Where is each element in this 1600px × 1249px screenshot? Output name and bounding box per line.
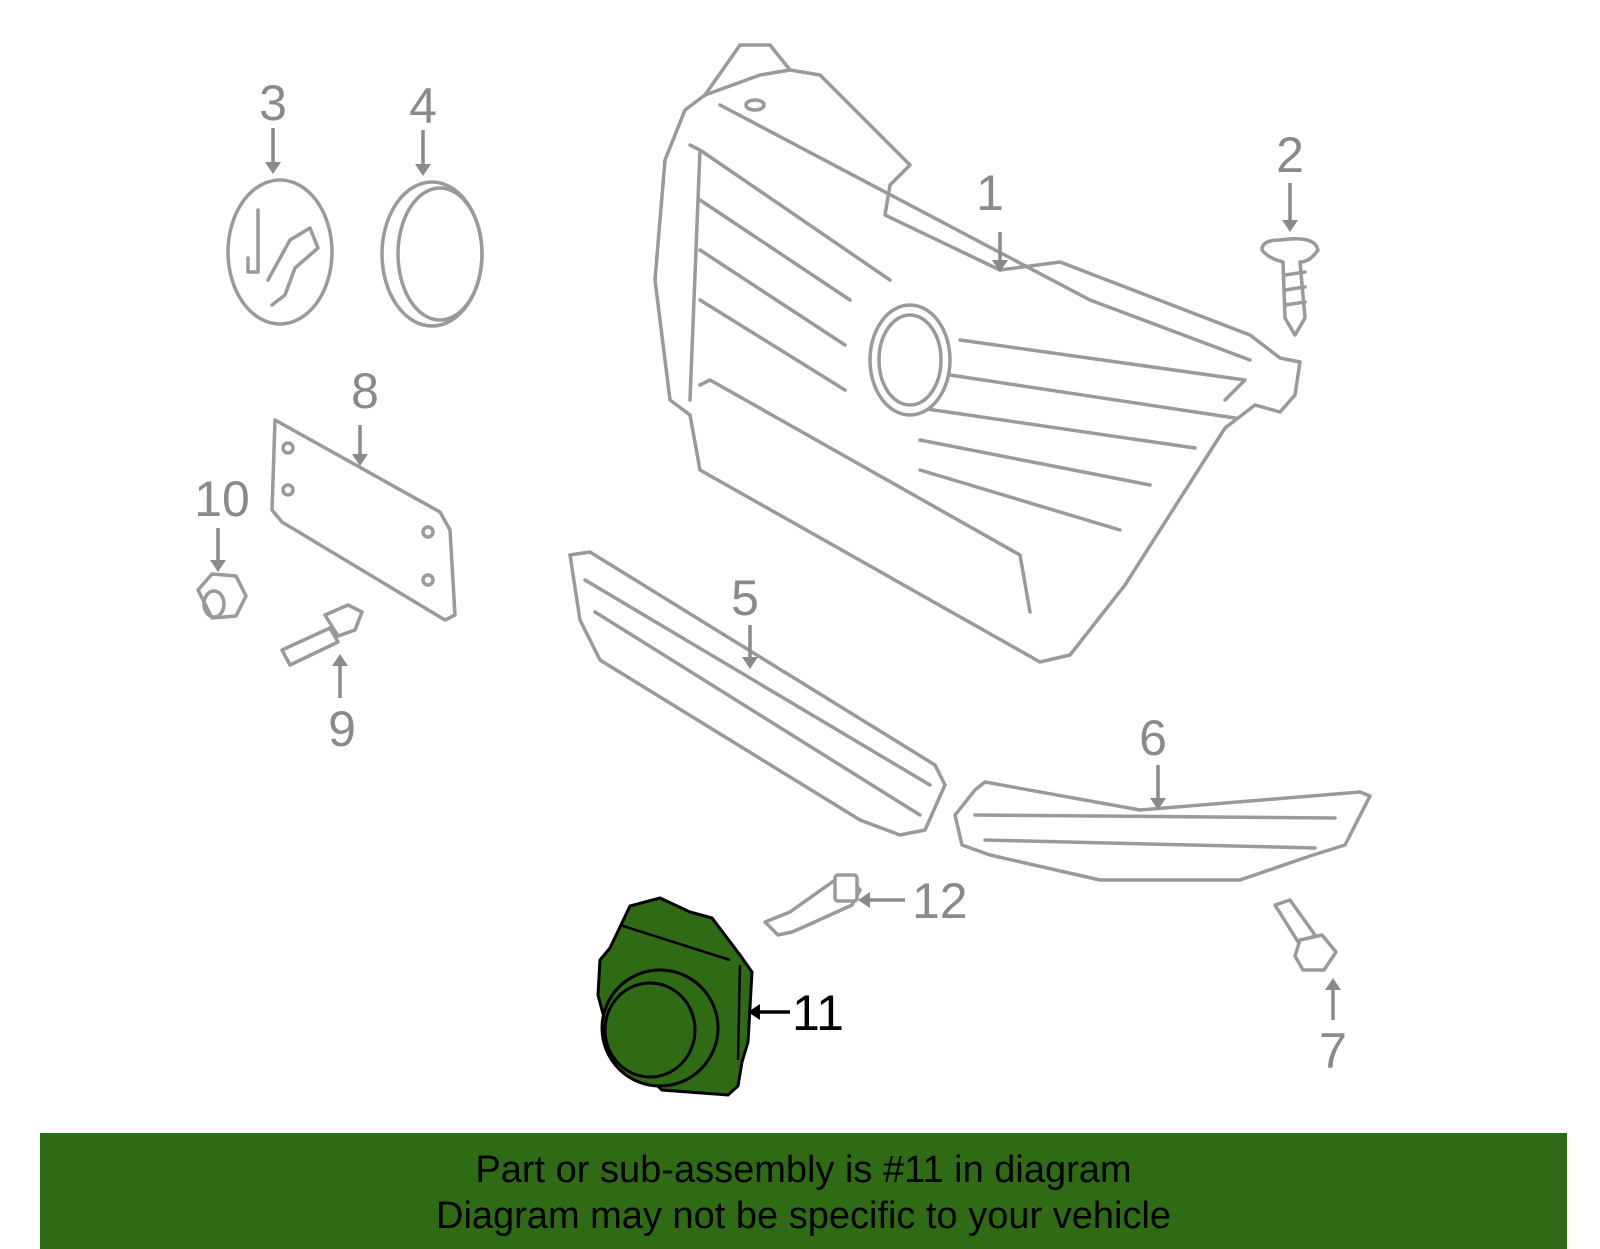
banner-line-1: Part or sub-assembly is #11 in diagram — [475, 1149, 1132, 1191]
part-5-trim-strip — [568, 550, 947, 837]
callout-6: 6 — [1139, 710, 1167, 766]
callout-10: 10 — [194, 471, 250, 527]
parts-diagram: 1 2 3 4 5 6 7 8 9 10 11 12 — [194, 43, 1372, 1097]
part-3-emblem — [226, 178, 334, 326]
banner-line-2: Diagram may not be specific to your vehi… — [436, 1195, 1171, 1237]
part-12-connector — [763, 873, 862, 937]
part-4-emblem-cover — [380, 180, 484, 328]
callout-3: 3 — [259, 75, 287, 131]
callout-5: 5 — [731, 570, 759, 626]
part-1-grille — [653, 43, 1302, 664]
part-6-side-strip — [953, 780, 1372, 882]
part-2-clip — [1260, 237, 1320, 337]
callout-4: 4 — [409, 78, 437, 134]
part-8-bracket — [270, 418, 457, 622]
callout-11: 11 — [792, 985, 844, 1041]
callout-7: 7 — [1319, 1023, 1347, 1079]
part-11-sensor — [596, 896, 754, 1097]
part-9-stud — [280, 603, 364, 667]
info-banner: Part or sub-assembly is #11 in diagram D… — [40, 1133, 1567, 1249]
part-7-bolt — [1273, 898, 1338, 972]
callout-1: 1 — [976, 165, 1004, 221]
callout-12: 12 — [912, 873, 968, 929]
callout-9: 9 — [328, 701, 356, 757]
part-10-nut — [196, 572, 248, 620]
callout-2: 2 — [1276, 127, 1304, 183]
callout-8: 8 — [351, 363, 379, 419]
